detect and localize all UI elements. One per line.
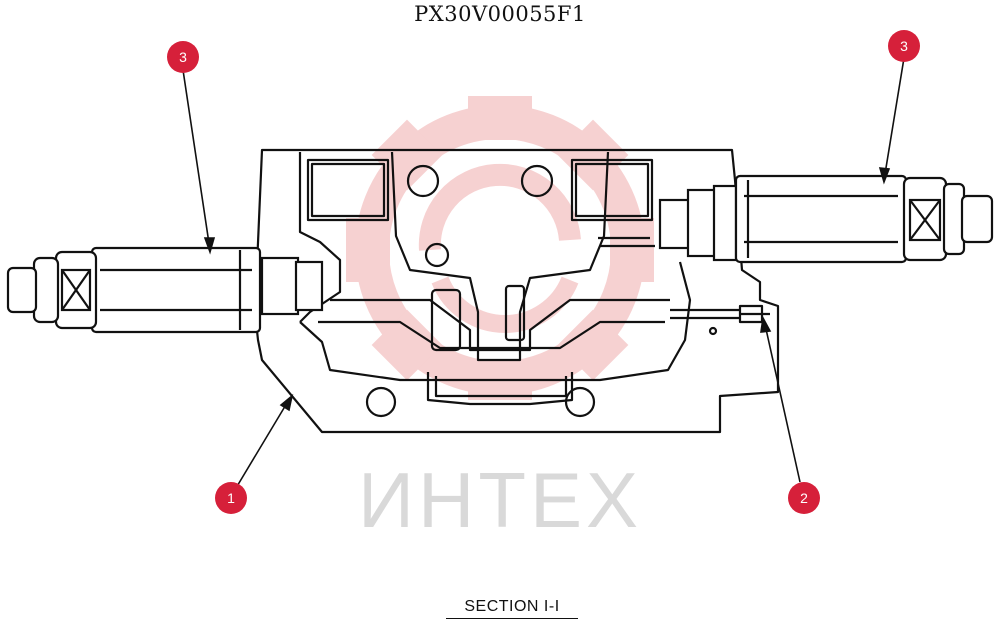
svg-text:1: 1 <box>227 490 235 506</box>
valve-body <box>253 148 780 434</box>
leader-line-2 <box>763 319 801 483</box>
watermark-text: ИНТЕХ <box>358 456 642 544</box>
leader-line-1 <box>235 397 291 489</box>
svg-text:2: 2 <box>800 490 808 506</box>
svg-text:3: 3 <box>179 49 187 65</box>
svg-text:3: 3 <box>900 38 908 54</box>
leader-line-3-left <box>182 69 211 251</box>
drawing-title: PX30V00055F1 <box>414 2 586 26</box>
callout-3-right[interactable]: 3 <box>888 30 920 62</box>
left-cartridge-valve <box>6 246 324 334</box>
leader-lines <box>182 57 905 489</box>
watermark-gear-logo <box>346 96 654 400</box>
callout-3-left[interactable]: 3 <box>167 41 199 73</box>
section-label: SECTION I-I <box>446 598 578 619</box>
leader-line-3-right <box>883 57 905 181</box>
callout-1[interactable]: 1 <box>215 482 247 514</box>
mounting-holes <box>365 164 718 418</box>
right-cartridge-valve <box>658 174 994 264</box>
callout-2[interactable]: 2 <box>788 482 820 514</box>
